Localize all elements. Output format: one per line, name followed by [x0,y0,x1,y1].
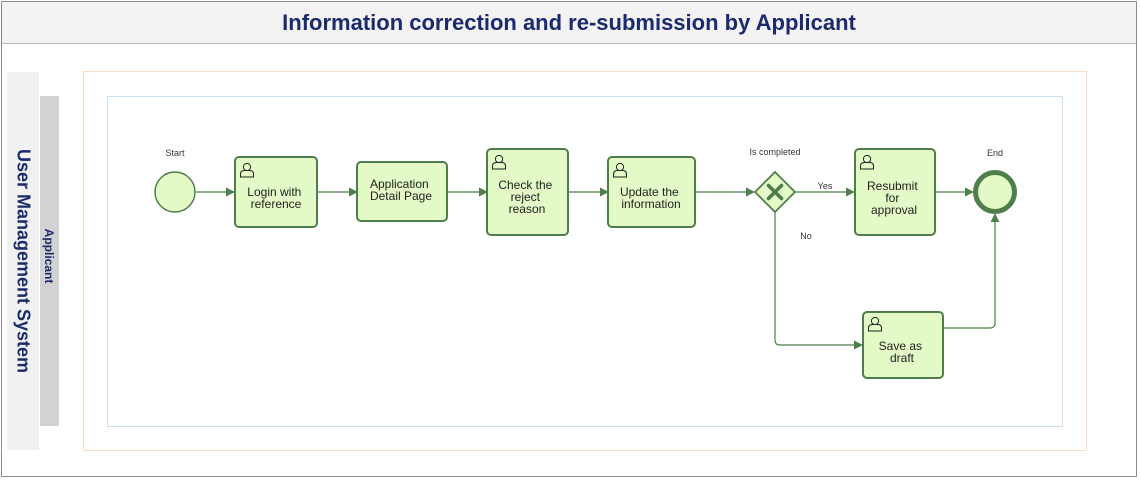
diagram-header: Information correction and re-submission… [2,2,1136,44]
task-update-information[interactable]: Update the information [607,156,696,228]
task-login-with-reference[interactable]: Login with reference [234,156,318,228]
task-application-detail-page[interactable]: Application Detail Page [356,161,448,222]
task-label: Resubmit for approval [867,179,921,217]
lane-header [40,96,59,426]
task-check-reject-reason[interactable]: Check the reject reason [486,148,569,236]
flow-gateway-no[interactable] [774,212,863,350]
task-label: Application Detail Page [370,177,432,203]
task-resubmit-for-approval[interactable]: Resubmit for approval [854,148,936,236]
gateway-no-label: No [800,231,812,241]
pool-boundary [83,71,1087,451]
task-save-as-draft[interactable]: Save as draft [862,311,944,379]
task-label: Save as draft [879,339,926,365]
start-event-label: Start [165,148,185,158]
diagram-title: Information correction and re-submission… [282,9,856,35]
x-mark-icon [766,183,784,201]
pool-header [7,72,39,450]
end-event-label: End [987,148,1003,158]
task-label: Update the information [620,185,682,211]
task-label: Login with reference [247,185,304,211]
flow-draft-to-end[interactable] [943,213,1000,329]
exclusive-gateway[interactable] [753,170,797,214]
lane-boundary [107,96,1063,427]
gateway-label: Is completed [749,147,800,157]
task-label: Check the reject reason [498,178,555,216]
end-event[interactable] [973,170,1017,214]
start-event[interactable] [154,171,196,213]
gateway-yes-label: Yes [818,181,833,191]
